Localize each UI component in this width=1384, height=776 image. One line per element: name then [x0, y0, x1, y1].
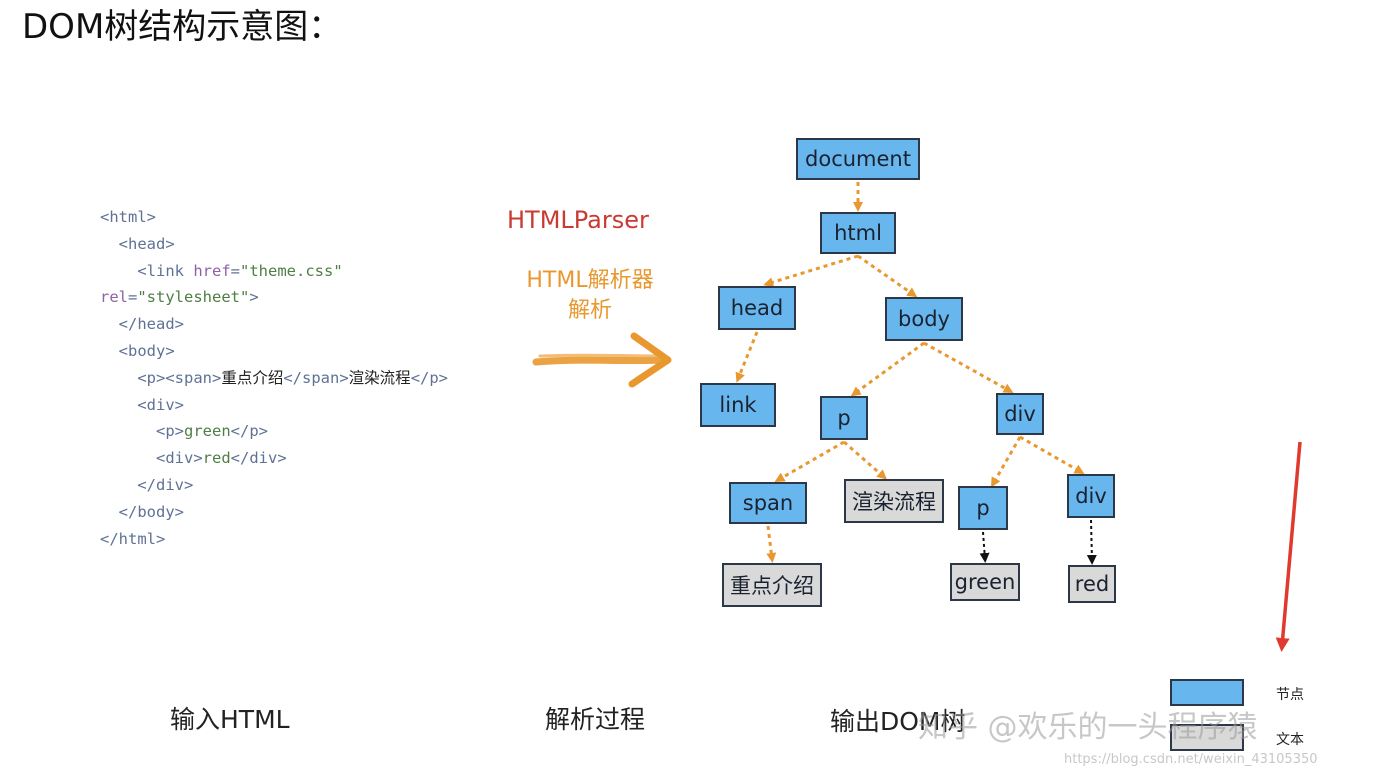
- element-node-p2: p: [958, 486, 1008, 530]
- element-node-div1: div: [996, 393, 1044, 435]
- code-token: =: [128, 288, 138, 307]
- code-line: <p><span>重点介绍</span>渲染流程</p>: [100, 365, 530, 392]
- caption-input: 输入HTML: [170, 705, 290, 734]
- element-node-head: head: [718, 286, 796, 330]
- code-token: =: [230, 261, 240, 280]
- legend-node-swatch: [1170, 679, 1244, 706]
- code-token: >: [249, 288, 259, 307]
- text-node-text1: 渲染流程: [844, 479, 944, 523]
- text-node-text2: 重点介绍: [722, 563, 822, 607]
- url-watermark: https://blog.csdn.net/weixin_43105350: [1064, 752, 1318, 767]
- code-token: rel: [100, 288, 128, 307]
- parser-description: HTML解析器 解析: [526, 268, 654, 323]
- code-line: </head>: [100, 311, 530, 338]
- code-token: <html>: [100, 208, 156, 226]
- caption-output: 输出DOM树: [830, 707, 966, 736]
- code-line: <body>: [100, 338, 530, 365]
- edge-html-head: [763, 254, 859, 288]
- edge-div1-div2: [1019, 435, 1085, 474]
- watermark: 知乎 @欢乐的一头程序猿: [918, 710, 1258, 745]
- code-token: red: [202, 449, 231, 468]
- parse-arrow-icon: [532, 332, 672, 388]
- code-line: </html>: [100, 526, 530, 553]
- code-token: 重点介绍: [221, 368, 284, 387]
- code-line: <link href="theme.css": [100, 258, 530, 285]
- caption-process: 解析过程: [545, 705, 646, 734]
- text-node-red: red: [1068, 565, 1116, 603]
- code-line: <div>: [100, 392, 530, 419]
- edge-div2-red: [1086, 519, 1097, 565]
- code-line: <html>: [100, 204, 530, 231]
- edge-body-div1: [923, 341, 1014, 393]
- element-node-div2: div: [1067, 474, 1115, 518]
- element-node-body: body: [885, 297, 963, 341]
- text-node-green: green: [950, 563, 1020, 601]
- code-token: </head>: [100, 315, 184, 334]
- code-token: </div>: [100, 475, 194, 494]
- code-token: </span>: [283, 368, 349, 387]
- code-token: <body>: [100, 341, 175, 360]
- code-token: <p>: [100, 422, 184, 441]
- element-node-p1: p: [820, 396, 868, 440]
- red-annotation-arrow: [1275, 441, 1302, 652]
- legend-text-swatch: [1170, 724, 1244, 751]
- edge-div1-p2: [991, 436, 1022, 488]
- code-line: <div>red</div>: [100, 445, 530, 472]
- code-token: <div>: [100, 395, 184, 414]
- code-token: <div>: [100, 449, 203, 468]
- code-token: </p>: [230, 422, 268, 441]
- edge-p1-span: [774, 440, 845, 482]
- code-token: </p>: [410, 368, 449, 387]
- edge-p2-green: [979, 531, 990, 563]
- edge-p1-text1: [843, 440, 888, 480]
- element-node-html: html: [820, 212, 896, 254]
- code-token: </html>: [100, 529, 166, 548]
- code-token: href: [193, 261, 231, 280]
- html-code-block: <html> <head> <link href="theme.css"rel=…: [100, 204, 530, 552]
- code-token: "stylesheet": [137, 288, 250, 307]
- code-token: <link: [100, 261, 194, 280]
- edge-span-text2: [766, 525, 777, 563]
- code-token: <p><span>: [100, 368, 222, 387]
- edge-head-link: [735, 331, 759, 383]
- code-token: </body>: [100, 502, 184, 521]
- code-token: 渲染流程: [348, 368, 411, 387]
- code-token: </div>: [230, 449, 287, 468]
- code-line: </div>: [100, 472, 530, 499]
- edge-body-p1: [850, 341, 925, 397]
- code-line: <head>: [100, 231, 530, 258]
- page-title: DOM树结构示意图：: [22, 7, 343, 47]
- element-node-document: document: [796, 138, 920, 180]
- code-line: <p>green</p>: [100, 418, 530, 445]
- legend-node-label: 节点: [1276, 687, 1304, 703]
- code-token: green: [184, 422, 231, 441]
- element-node-link: link: [700, 383, 776, 427]
- element-node-span: span: [729, 482, 807, 524]
- parser-name: HTMLParser: [507, 206, 649, 234]
- code-token: <head>: [100, 234, 175, 253]
- code-token: "theme.css": [240, 261, 343, 280]
- code-line: </body>: [100, 499, 530, 526]
- edge-html-body: [857, 254, 918, 298]
- code-line: rel="stylesheet">: [100, 284, 530, 311]
- legend-text-label: 文本: [1276, 732, 1304, 748]
